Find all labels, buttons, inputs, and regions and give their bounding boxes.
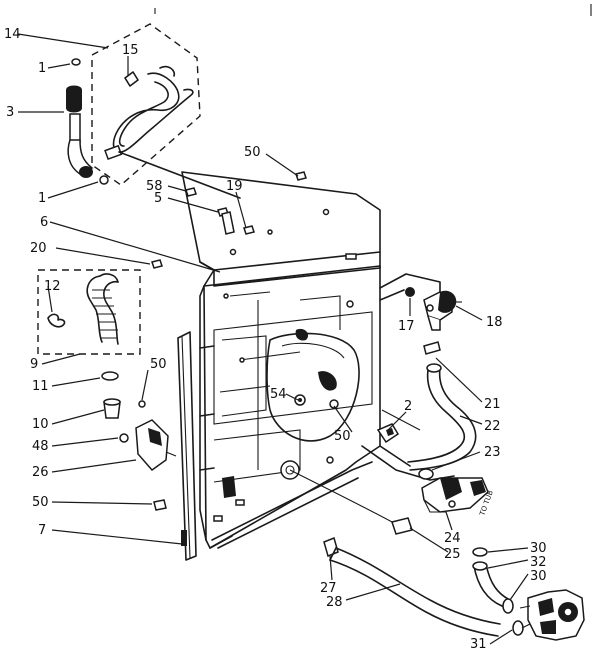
- cabinet-rear-panel: [181, 171, 381, 549]
- fill-hose-inner: [409, 367, 477, 471]
- callout-48: 48: [32, 439, 49, 454]
- hose-clamp-part: [423, 341, 441, 355]
- callout-24: 24: [444, 531, 461, 546]
- callout-12: 12: [44, 279, 61, 294]
- callout-18: 18: [486, 315, 503, 330]
- screw-part-58: [185, 187, 197, 197]
- ring-part: [101, 371, 119, 381]
- side-rail-part: [177, 331, 197, 561]
- callout-50a: 50: [244, 145, 261, 160]
- callout-23: 23: [484, 445, 501, 460]
- drain-pump: [418, 468, 489, 513]
- washer-part-lower: [99, 175, 109, 185]
- callout-20: 20: [30, 241, 47, 256]
- callout-5: 5: [154, 191, 162, 206]
- pump-outlet-assembly: [472, 547, 585, 641]
- callout-50c: 50: [32, 495, 49, 510]
- hose-clip-part: [47, 313, 66, 328]
- power-cord-loop: [118, 81, 169, 147]
- callout-28: 28: [326, 595, 343, 610]
- pump-washer-part: [418, 468, 434, 480]
- callout-54: 54: [270, 387, 287, 402]
- callout-15: 15: [122, 43, 139, 58]
- callout-17: 17: [398, 319, 415, 334]
- callout-30b: 30: [530, 569, 547, 584]
- callout-58: 58: [146, 179, 163, 194]
- callout-7: 7: [38, 523, 46, 538]
- callout-3: 3: [6, 105, 14, 120]
- hose-coupler-part: [391, 517, 413, 535]
- pump-outlet-washer-top: [472, 547, 488, 557]
- callout-11: 11: [32, 379, 49, 394]
- callout-50d: 50: [334, 429, 351, 444]
- callout-9: 9: [30, 357, 38, 372]
- callout-26: 26: [32, 465, 49, 480]
- drain-hose-part: [86, 275, 103, 343]
- screw-part-50a: [295, 171, 307, 181]
- cord-clip-part: [124, 71, 139, 87]
- hose-elbow-part: [67, 139, 94, 175]
- callout-2: 2: [404, 399, 412, 414]
- callout-25: 25: [444, 547, 461, 562]
- callout-50b: 50: [150, 357, 167, 372]
- valve-screw-part: [405, 287, 415, 297]
- callout-1a: 1: [38, 61, 46, 76]
- water-inlet-valve: [405, 287, 462, 331]
- callout-22: 22: [484, 419, 501, 434]
- callout-14: 14: [4, 27, 21, 42]
- lid-switch-part: [135, 400, 177, 472]
- panel-access-opening: [266, 332, 360, 442]
- pump-outlet-washer-low: [512, 620, 524, 636]
- screw-part-20: [151, 259, 163, 269]
- drain-hose-clamp: [323, 536, 339, 558]
- hose-coupling-part: [66, 85, 82, 113]
- washer-part: [71, 58, 81, 66]
- washer-part-48: [119, 433, 129, 443]
- drain-hose-kit-box: [37, 269, 141, 355]
- callout-27: 27: [320, 581, 337, 596]
- callout-1b: 1: [38, 191, 46, 206]
- callout-labels: 14 15 1 3 1 6 20 58 5 19 50 12 9 11 50 1…: [4, 27, 547, 652]
- drain-hose: [323, 536, 501, 637]
- callout-6: 6: [40, 215, 48, 230]
- power-cord-plug: [104, 144, 123, 161]
- pump-outlet-washer-mid: [502, 598, 514, 614]
- power-cord-part: [112, 72, 194, 153]
- leader-lines: [17, 33, 529, 645]
- screw-part-19: [243, 225, 255, 235]
- callout-10: 10: [32, 417, 49, 432]
- callout-30a: 30: [530, 541, 547, 556]
- hose-elbow-assembly: [66, 58, 109, 185]
- callout-21: 21: [484, 397, 501, 412]
- fill-hose-outer: [407, 369, 466, 463]
- callout-31: 31: [470, 637, 487, 652]
- callout-19: 19: [226, 179, 243, 194]
- screw-part-50c: [153, 499, 167, 511]
- power-cord-kit-box: [91, 23, 241, 199]
- callout-32: 32: [530, 555, 547, 570]
